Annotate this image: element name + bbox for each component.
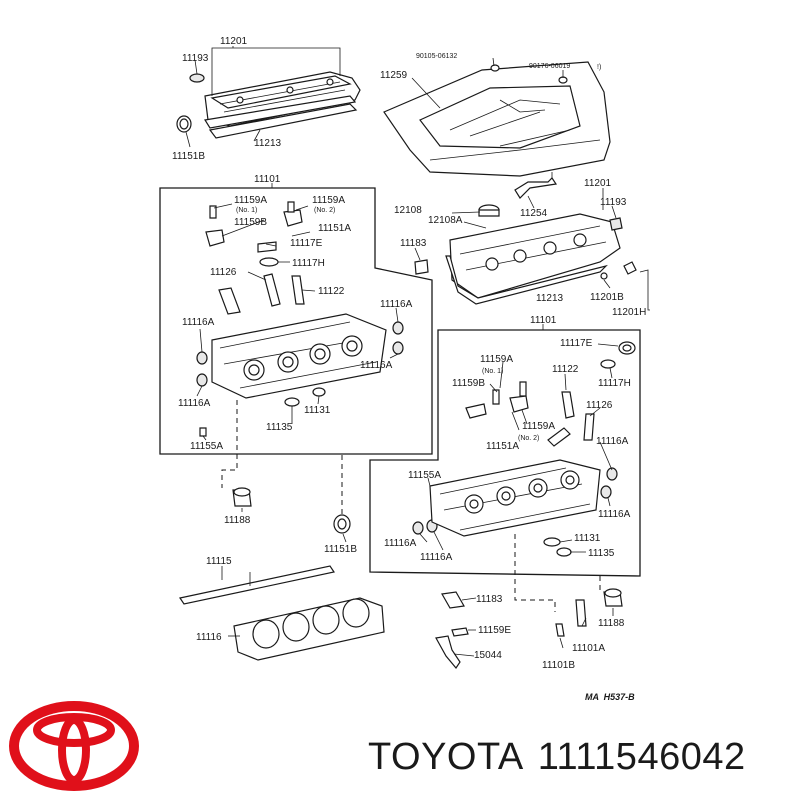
label-11122-l: 11122 [318,286,345,297]
label-11201H: 11201H [612,307,646,318]
label-11101-left: 11101 [254,174,281,185]
right-bank-frame [369,329,641,577]
label-11116A-l3: 11116A [178,398,211,409]
label-11117E-r: 11117E [560,338,593,349]
diagram-reference: MA H537-B [585,692,635,702]
label-11213-top: 11213 [254,138,282,149]
label-no2-left: (No. 2) [314,207,335,214]
head-cover-right [449,213,621,299]
label-11117H-l: 11117H [292,258,325,269]
part-11183-bottom [441,591,465,609]
label-no1-right: (No. 1) [482,368,503,375]
label-11259: 11259 [380,70,408,81]
cover-gasket-left [208,103,358,139]
label-11131-r: 11131 [574,533,601,544]
label-11135-l: 11135 [266,422,293,433]
label-11159A-l1: 11159A [234,195,267,206]
label-11183-top: 11183 [400,238,427,249]
label-12108: 12108 [394,205,422,216]
svg-text:!): !) [597,64,601,71]
cylinder-head-left [211,313,387,399]
cylinder-head-right [429,459,601,537]
label-11193-r: 11193 [600,197,627,208]
label-11116: 11116 [196,632,222,643]
label-11193-top: 11193 [182,53,209,64]
label-90105: 90105-06132 [416,53,457,60]
bracket-15044 [435,635,461,670]
label-11135-r: 11135 [588,548,615,559]
cover-gasket-right [445,255,608,305]
label-11201-r: 11201 [584,178,612,189]
label-11116A-r4: 11116A [420,552,453,563]
label-11201B: 11201B [590,292,624,303]
head-cover-left [204,71,361,129]
left-bank-frame [159,187,433,455]
label-11115: 11115 [206,556,232,567]
label-no1-left: (No. 1) [236,207,257,214]
label-15044: 15044 [474,650,502,661]
label-11183-bottom: 11183 [476,594,503,605]
label-11159E: 11159E [478,625,511,636]
label-11151A-l: 11151A [318,223,351,234]
label-11116A-l2: 11116A [380,299,413,310]
brand-part-text: TOYOTA 1111546042 [368,736,760,779]
label-11155A-r: 11155A [408,470,441,481]
gasket-11115 [179,565,335,605]
label-11159A-l2: 11159A [312,195,345,206]
part-11193-top [189,73,205,83]
label-11126-r: 11126 [586,400,613,411]
label-11188-l: 11188 [224,515,251,526]
label-11101A: 11101A [572,643,605,654]
label-11131-l: 11131 [304,405,331,416]
label-11101-r: 11101 [530,315,557,326]
left-small-parts [199,201,326,437]
part-number: 1111546042 [537,736,746,778]
label-11101B: 11101B [542,660,575,671]
label-11159B-l: 11159B [234,217,267,228]
label-11116A-l1: 11116A [182,317,215,328]
label-11201-top: 11201 [220,36,248,47]
label-11116A-r1: 11116A [596,436,629,447]
label-11159A-r2: 11159A [522,421,555,432]
head-gasket-11116 [233,597,385,661]
label-11126-l: 11126 [210,267,237,278]
label-11117H-r: 11117H [598,378,631,389]
label-11116A-r3: 11116A [384,538,417,549]
label-11116A-l4: 11116A [360,360,393,371]
label-11159A-r1: 11159A [480,354,513,365]
engine-cover-11259 [383,61,611,177]
label-11116A-r2: 11116A [598,509,631,520]
part-labels: 11201 11193 11213 11151B 90105-06132 901… [172,36,646,702]
brand-name: TOYOTA [368,736,524,778]
label-11254: 11254 [520,208,548,219]
label-no2-right: (No. 2) [518,435,539,442]
label-90176: 90176-06019 [529,63,570,70]
label-11151B-top: 11151B [172,151,205,162]
label-11155A-l: 11155A [190,441,223,452]
label-11188-r: 11188 [598,618,625,629]
label-11122-r: 11122 [552,364,579,375]
label-11213-r: 11213 [536,293,564,304]
toyota-logo-icon [9,701,139,791]
label-11151B-l: 11151B [324,544,357,555]
label-11159B-r: 11159B [452,378,485,389]
label-11151A-r: 11151A [486,441,519,452]
label-12108A: 12108A [428,215,463,226]
label-11117E-l: 11117E [290,238,323,249]
